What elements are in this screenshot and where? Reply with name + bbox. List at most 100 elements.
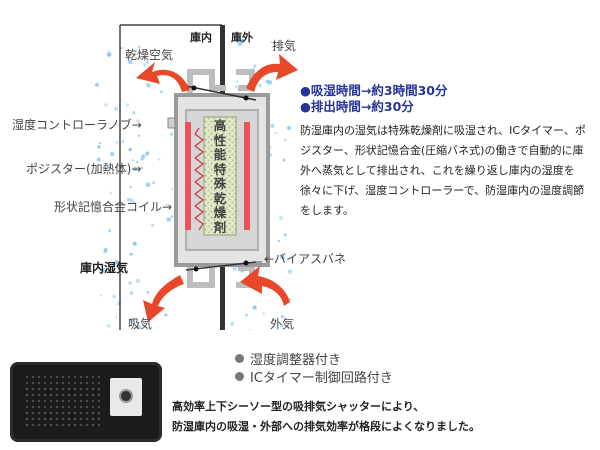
mist-dot [248,328,251,331]
mist-dot [114,260,119,265]
mist-dot [128,281,132,285]
mist-dot [129,252,133,256]
dial-knob-icon[interactable] [119,389,133,403]
mist-dot [280,315,284,319]
mist-dot [280,254,285,259]
mist-dot [287,269,293,274]
mist-dot [136,161,139,164]
mist-dot [137,45,141,49]
mist-dot [102,267,108,273]
mist-dot [252,305,257,310]
mist-dot [122,140,125,143]
mist-dot [133,201,136,204]
mist-dot [270,41,273,44]
label-sma-coil: 形状記憶合金コイル→ [54,200,173,214]
dehumidifier-unit [167,69,270,288]
label-humidity-knob: 湿度コントローラノブ→ [12,118,142,132]
desiccant-char: 燥 [213,205,227,220]
mist-dot [129,318,134,323]
mist-dot [267,80,273,85]
desiccant-char: 性 [213,132,227,148]
mist-dot [110,152,115,157]
mist-dot [137,134,140,137]
mist-dot [135,278,141,284]
mist-dot [104,103,108,107]
mist-dot [106,52,112,57]
mist-dot [277,239,281,243]
label-bias-spring: ←バイアスバネ [264,252,347,266]
mist-dot [98,141,102,145]
description-text: 防湿庫内の湿気は特殊乾燥剤に吸湿され、ICタイマー、ポジスター、形状記憶合金(圧… [300,124,586,217]
mist-dot [103,248,108,252]
mist-dot [253,64,257,68]
mist-dot [109,191,113,195]
mist-dot [115,208,119,211]
mist-dot [132,111,136,115]
label-inside: 庫内 [190,31,212,44]
bottom-text-line-1: 高効率上下シーソー型の吸排気シャッターにより、 [172,400,425,413]
mist-dot [169,132,173,136]
mist-dot [151,224,154,227]
mist-dot [100,294,103,297]
mist-dot [133,166,138,171]
mist-dot [107,49,110,52]
mist-dot [170,188,173,191]
mist-dot [132,241,137,246]
mist-dot [140,166,143,169]
mist-dot [145,151,150,156]
mist-dot [143,63,147,67]
mist-dot [166,217,171,222]
label-outside: 庫外 [231,31,253,44]
mist-dot [120,46,123,50]
mist-dot [129,198,134,203]
airflow-arrows [136,54,298,322]
bottom-text: 高効率上下シーソー型の吸排気シャッターにより、 防湿庫内の吸湿・外部への排気効率… [172,397,592,437]
mist-dot [235,85,238,88]
mist-dot [96,157,101,162]
mist-dot [146,290,150,294]
mist-dot [284,138,287,142]
mist-dot [115,140,119,144]
mist-dot [129,185,132,188]
mist-dot [115,316,118,319]
mist-dot [132,159,135,162]
bottom-text-line-2: 防湿庫内の吸湿・外部への排気効率が格段によくなりました。 [172,420,480,433]
feature-humidity-controller: 湿度調整器付き [235,349,341,368]
mist-dot [129,291,134,295]
mist-dot [145,60,150,64]
dehumidifier-diagram [95,24,298,331]
mist-dot [270,123,275,128]
label-exhaust: 排気 [272,39,297,53]
mist-dot [273,43,276,46]
mist-dot [112,294,116,299]
mist-dot [114,106,119,111]
mist-dot [282,158,286,162]
mist-dot [152,181,155,184]
mist-dot [230,321,235,326]
mist-dot [108,229,111,232]
mist-dot [170,215,174,219]
label-dry-air: 乾燥空気 [125,48,174,62]
desiccant-char: 殊 [213,176,227,191]
feature-ic-timer: ICタイマー制御回路付き [235,367,393,386]
mist-dot [136,119,140,123]
mist-dot [145,182,151,187]
mist-dot [136,325,141,329]
label-inside-moisture: 庫内湿気 [80,261,129,275]
label-posistor: ポジスター(加熱体)→ [26,162,142,176]
mist-dot [145,82,150,87]
mist-dot [127,59,133,65]
mist-dot [141,154,146,159]
mist-dot [102,166,107,172]
mist-dot [108,127,111,130]
mist-dot [283,233,287,237]
desiccant-char: 特 [213,161,227,177]
mist-dot [232,266,238,271]
label-outside-air: 外気 [270,317,295,331]
mist-dot [262,312,265,315]
desiccant-char: 乾 [213,190,227,206]
mist-dot [238,41,242,46]
mist-dot [235,80,239,83]
control-panel [110,378,142,416]
mist-dot [274,131,277,134]
